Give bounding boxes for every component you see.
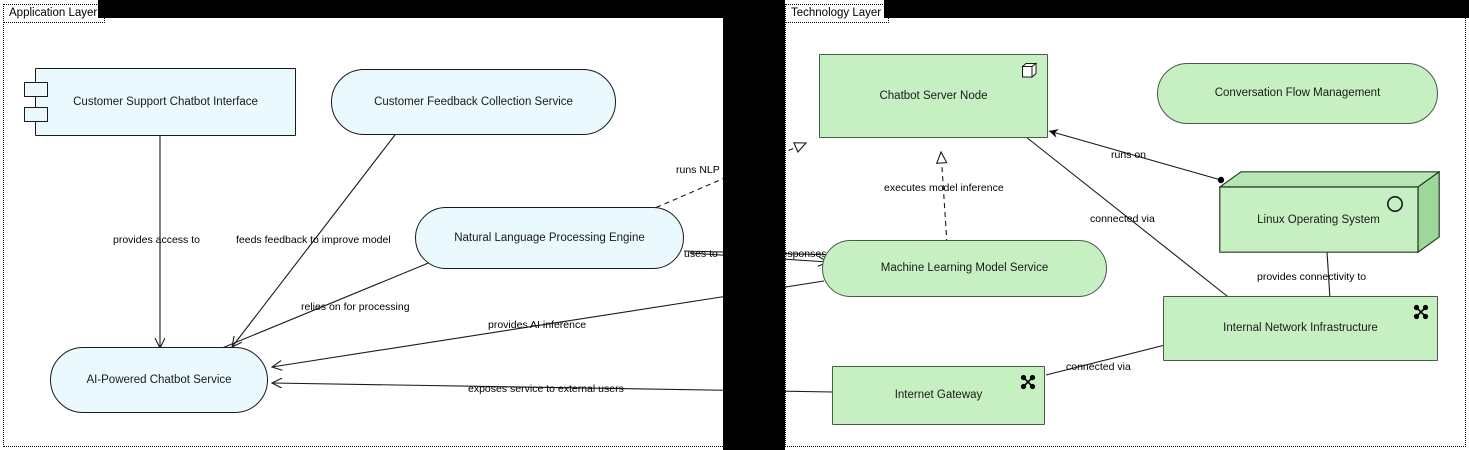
element-label: Chatbot Server Node xyxy=(879,89,988,102)
element-label: Customer Feedback Collection Service xyxy=(374,95,573,108)
element-natural-language-processing-engine[interactable]: Natural Language Processing Engine xyxy=(415,207,684,269)
top-gutter-right xyxy=(884,0,1469,18)
network-icon xyxy=(1413,304,1429,324)
element-chatbot-server-node[interactable]: Chatbot Server Node xyxy=(819,54,1048,138)
element-label: AI-Powered Chatbot Service xyxy=(86,373,232,386)
element-label: Internal Network Infrastructure xyxy=(1223,322,1378,334)
element-label: Internet Gateway xyxy=(894,389,983,401)
component-tab-lower-icon xyxy=(24,107,48,122)
element-conversation-flow-management[interactable]: Conversation Flow Management xyxy=(1157,63,1438,124)
technology-layer-label: Technology Layer xyxy=(785,4,890,23)
element-machine-learning-model-service[interactable]: Machine Learning Model Service xyxy=(822,240,1107,297)
element-ai-powered-chatbot-service[interactable]: AI-Powered Chatbot Service xyxy=(50,347,268,413)
element-label: Linux Operating System xyxy=(1257,213,1380,226)
element-linux-operating-system[interactable]: Linux Operating System xyxy=(1219,171,1440,253)
node-cube-icon xyxy=(1021,62,1039,83)
element-internet-gateway[interactable]: Internet Gateway xyxy=(832,366,1045,425)
element-label: Customer Support Chatbot Interface xyxy=(73,95,258,108)
component-tabs-icon xyxy=(24,82,48,97)
top-gutter-left xyxy=(98,0,723,18)
element-internal-network-infrastructure[interactable]: Internal Network Infrastructure xyxy=(1163,296,1438,361)
element-customer-feedback-collection-service[interactable]: Customer Feedback Collection Service xyxy=(331,69,616,135)
network-icon xyxy=(1020,374,1036,394)
element-customer-support-chatbot-interface[interactable]: Customer Support Chatbot Interface xyxy=(24,68,296,136)
panel-gutter xyxy=(723,0,785,450)
element-label: Natural Language Processing Engine xyxy=(454,231,645,244)
application-layer-label: Application Layer xyxy=(3,4,106,23)
element-label: Conversation Flow Management xyxy=(1214,87,1381,99)
element-label: Machine Learning Model Service xyxy=(880,262,1049,274)
